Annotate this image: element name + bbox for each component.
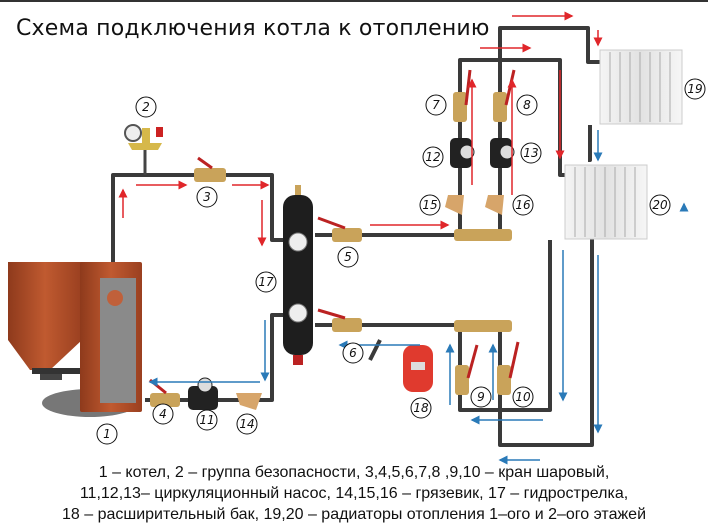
valve-10: [497, 341, 520, 395]
svg-text:19: 19: [687, 82, 702, 96]
ball-valves: [149, 69, 520, 407]
valve-6: [317, 308, 362, 332]
pipe-return-2: [498, 235, 594, 447]
svg-text:6: 6: [349, 346, 357, 360]
pressure-gauge-icon: [124, 124, 142, 142]
boiler-hopper: [8, 262, 82, 370]
svg-text:11: 11: [199, 413, 214, 427]
label-17: 17: [255, 271, 277, 293]
legend-line-3: 18 – расширительный бак, 19,20 – радиато…: [61, 506, 647, 523]
safety-group: [124, 124, 163, 175]
label-8: 8: [516, 94, 538, 116]
svg-text:14: 14: [239, 417, 254, 431]
label-14: 14: [236, 413, 258, 435]
svg-text:13: 13: [523, 146, 538, 160]
label-1: 1: [96, 423, 118, 445]
strainer-16: [485, 195, 504, 215]
svg-text:1: 1: [103, 427, 111, 441]
svg-text:5: 5: [344, 250, 352, 264]
svg-text:12: 12: [425, 150, 440, 164]
top-border: [0, 0, 708, 2]
expansion-tank: [403, 345, 433, 392]
svg-text:4: 4: [159, 407, 167, 421]
thermometer-bottom-icon: [288, 303, 308, 323]
pipe-radiator-link: [588, 125, 592, 162]
radiator-20: [564, 164, 648, 240]
valve-5: [317, 216, 362, 242]
boiler-logo-icon: [107, 290, 123, 306]
label-19: 19: [684, 78, 706, 100]
svg-text:18: 18: [413, 401, 429, 415]
label-5: 5: [337, 246, 359, 268]
boiler: [8, 262, 142, 417]
label-2: 2: [135, 96, 157, 118]
radiator-19: [599, 49, 683, 125]
label-12: 12: [422, 146, 444, 168]
label-16: 16: [512, 194, 534, 216]
label-6: 6: [342, 342, 364, 364]
valve-9: [455, 344, 479, 395]
svg-text:16: 16: [515, 198, 531, 212]
svg-text:20: 20: [652, 198, 668, 212]
legend: 1 – котел, 2 – группа безопасности, 3,4,…: [0, 462, 708, 525]
label-3: 3: [196, 186, 218, 208]
pump-11: [188, 377, 218, 410]
svg-text:8: 8: [523, 98, 531, 112]
legend-line-2: 11,12,13– циркуляционный насос, 14,15,16…: [79, 485, 629, 502]
pump-13: [490, 138, 515, 168]
pumps: [188, 138, 515, 410]
svg-text:2: 2: [142, 100, 150, 114]
return-arrows: [148, 130, 689, 465]
thermometer-top-icon: [288, 232, 308, 252]
return-manifold: [454, 320, 512, 332]
svg-text:17: 17: [258, 275, 274, 289]
svg-text:7: 7: [432, 98, 440, 112]
pipe-upper-supply: [460, 58, 570, 177]
label-9: 9: [470, 386, 492, 408]
svg-text:10: 10: [515, 390, 531, 404]
valve-7: [453, 69, 472, 122]
label-4: 4: [152, 403, 174, 425]
valve-3: [194, 156, 226, 182]
number-labels: 1 2 3 4 5 6 7 8 9 10 11 12 13 14 15 16 1…: [96, 78, 706, 445]
valve-8: [493, 69, 516, 122]
svg-text:3: 3: [203, 190, 211, 204]
svg-text:15: 15: [422, 198, 437, 212]
label-15: 15: [419, 194, 441, 216]
label-20: 20: [649, 194, 671, 216]
diagram-title: Схема подключения котла к отоплению: [16, 16, 490, 41]
valve-4: [149, 378, 180, 407]
pipe-supply-boiler: [111, 173, 285, 350]
label-10: 10: [512, 386, 534, 408]
strainers: [236, 195, 504, 410]
hydraulic-separator: [283, 185, 313, 365]
label-13: 13: [520, 142, 542, 164]
pipe-tank-branch: [368, 339, 382, 361]
supply-arrows: [118, 11, 603, 247]
pump-12: [450, 138, 475, 168]
strainer-15: [445, 195, 464, 215]
label-7: 7: [425, 94, 447, 116]
supply-manifold: [454, 229, 512, 241]
label-18: 18: [410, 397, 432, 419]
label-11: 11: [196, 409, 218, 431]
legend-line-1: 1 – котел, 2 – группа безопасности, 3,4,…: [98, 464, 610, 481]
svg-text:9: 9: [477, 390, 485, 404]
strainer-14: [236, 393, 262, 410]
